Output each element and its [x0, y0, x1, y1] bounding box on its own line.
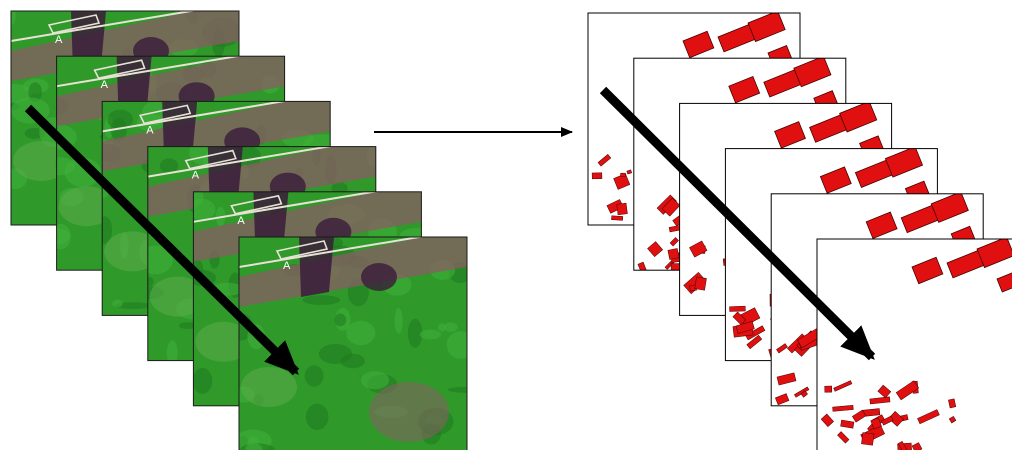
mask-frame — [816, 238, 1012, 450]
time-arrow-satellite — [24, 104, 300, 376]
time-arrow-mask — [599, 86, 876, 361]
classification-mask-stack — [587, 12, 1012, 450]
frame-label: A — [146, 124, 154, 136]
frame-label: A — [55, 34, 63, 46]
satellite-image-stack: A A A A A A — [10, 10, 468, 450]
frame-label: A — [237, 215, 245, 227]
frame-label: A — [192, 170, 200, 182]
frame-label: A — [101, 79, 109, 91]
frame-label: A — [283, 260, 291, 272]
